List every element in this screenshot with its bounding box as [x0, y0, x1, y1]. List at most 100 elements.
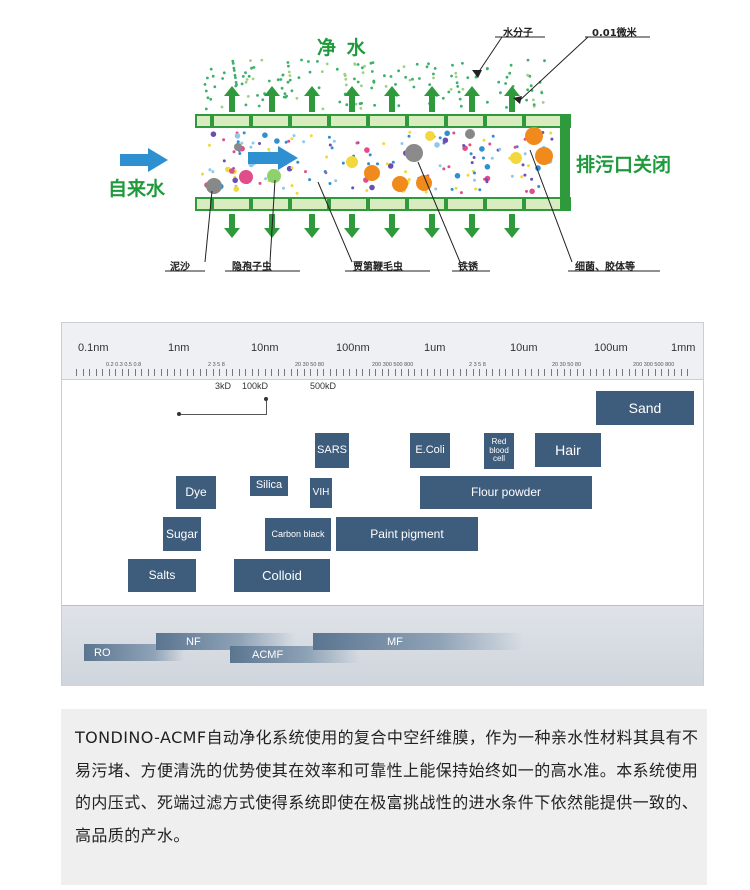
water-molecule-dot [232, 66, 236, 70]
water-molecule-dot [361, 71, 365, 74]
water-molecule-dot [247, 74, 251, 78]
pore [366, 116, 370, 126]
ruler-tick [531, 369, 532, 376]
water-molecule-dot [288, 78, 292, 82]
water-molecule-dot [532, 98, 535, 102]
water-molecule-dot [353, 77, 356, 81]
filter-label-acmf: ACMF [252, 648, 284, 661]
outlet-closed-wall [560, 115, 570, 210]
water-molecule-dot [451, 63, 454, 67]
water-molecule-dot [206, 76, 209, 80]
water-molecule-dot [280, 86, 284, 90]
water-molecule-dot [529, 84, 533, 88]
particle-dot [251, 141, 255, 145]
ruler-tick [550, 369, 552, 376]
particle-dot [498, 147, 502, 151]
ruler-tick [141, 369, 142, 376]
large-particle [239, 170, 253, 184]
particle-dot [376, 162, 379, 166]
filter-label-nf: NF [186, 635, 201, 648]
water-molecule-dot [383, 74, 386, 78]
particle-dot [249, 145, 253, 149]
ruler-tick [180, 369, 181, 376]
particle-box-ecoli: E.Coli [410, 433, 450, 468]
particle-box-paint-pigment: Paint pigment [336, 517, 478, 551]
particle-dot [332, 139, 336, 143]
ruler-tick [472, 369, 474, 376]
pore [483, 199, 487, 209]
particle-dot [491, 134, 495, 138]
pore [327, 199, 331, 209]
water-molecule-dot [204, 89, 208, 93]
ruler-tick [570, 369, 571, 376]
inlet-label: 自来水 [108, 178, 166, 200]
water-molecule-dot [456, 85, 460, 88]
water-molecule-dot [525, 98, 528, 102]
water-molecule-dot [427, 62, 430, 66]
particle-dot [529, 188, 535, 195]
arrow-down-icon [384, 214, 400, 238]
water-molecule-dot [418, 77, 421, 80]
particle-dot [481, 156, 485, 160]
particle-box-silica: Silica [250, 476, 288, 496]
arrow-up-icon [424, 86, 440, 112]
particle-dot [367, 162, 371, 166]
particle-dot [490, 156, 494, 160]
particle-dot [282, 186, 285, 190]
particle-dot [424, 190, 428, 194]
water-molecule-dot [528, 74, 532, 78]
large-particle [425, 131, 435, 141]
kd-range-dot [177, 412, 181, 416]
ruler-tick [199, 369, 201, 376]
ruler-tick [102, 369, 103, 376]
particle-dot [382, 142, 386, 146]
water-molecule-dot [428, 83, 432, 86]
ruler-tick [576, 369, 578, 376]
membrane-diagram: 净 水 自来水 排污口关闭 水分子 0.01微米 泥沙 隐孢子虫 贾第鞭毛虫 铁… [0, 0, 750, 300]
water-molecule-dot [526, 88, 529, 92]
large-particle [535, 147, 553, 165]
minor-labels: 2 3 5 8 [208, 362, 225, 368]
particle-dot [400, 142, 404, 145]
minor-labels: 200 300 500 800 [372, 362, 414, 368]
water-molecule-dot [290, 89, 294, 93]
particle-dot [385, 162, 389, 166]
large-particle [405, 144, 423, 162]
water-molecule-dot [209, 97, 213, 101]
ruler-tick [76, 369, 77, 376]
water-molecule-dot [244, 71, 247, 75]
down-arrows [224, 214, 520, 238]
water-molecule-dot [203, 83, 207, 86]
water-molecule-dot [356, 80, 360, 84]
water-molecule-dot [397, 69, 400, 73]
water-molecule-dot [261, 98, 265, 102]
ruler-tick [589, 369, 591, 376]
ruler-tick [381, 369, 383, 376]
ruler-tick [602, 369, 604, 376]
water-molecule-dot [474, 75, 478, 79]
major-label: 10nm [251, 342, 279, 354]
particle-dot [258, 142, 261, 145]
ruler-tick [323, 369, 324, 376]
water-molecule-dot [317, 86, 321, 90]
minor-labels: 2 3 5 8 [469, 362, 486, 368]
particle-dot [232, 150, 236, 154]
ruler-tick [225, 369, 227, 376]
large-particle [510, 152, 522, 164]
pore [327, 116, 331, 126]
particle-dot [302, 140, 306, 144]
ruler-tick [674, 369, 675, 376]
clean-water-arrows [224, 86, 520, 112]
arrow-up-icon [464, 86, 480, 112]
major-label: 1um [424, 342, 446, 354]
particle-dot [466, 173, 470, 177]
ruler-tick [654, 369, 656, 376]
ruler-tick [238, 369, 240, 376]
ruler-tick [544, 369, 545, 376]
water-molecule-dot [234, 81, 238, 84]
ruler-tick [537, 369, 539, 376]
particle-dot [328, 182, 332, 185]
particle-dot [365, 189, 369, 192]
particle-dot [468, 143, 472, 147]
water-molecule-dot [256, 94, 259, 97]
